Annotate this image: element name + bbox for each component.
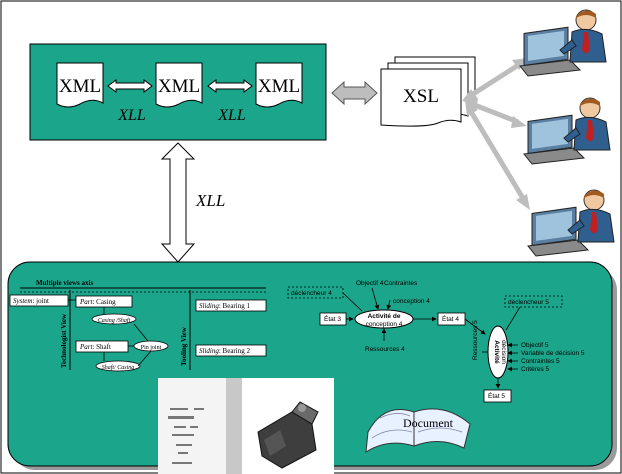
vertical-xll-label: XLL <box>195 191 225 210</box>
contraintes-4-l1: Contraintes <box>384 280 418 287</box>
double-arrow-1 <box>107 79 153 93</box>
xml-document-3-label: XML <box>258 76 300 97</box>
ressources-5: Ressources 5 <box>472 320 479 360</box>
user-computer-1 <box>519 9 607 77</box>
sliding-bearing1-box: Sliding: Bearing 1 <box>199 302 250 310</box>
document-label: Document <box>403 416 454 430</box>
tooling-view-label: Tooling View <box>180 326 188 366</box>
ressources-4: Ressources 4 <box>365 346 405 353</box>
contraintes-4-l2: conception 4 <box>393 298 430 305</box>
part-casing-box: Part: Casing <box>79 298 116 306</box>
activite-decision-l2: décision <box>500 340 507 364</box>
objectif-4: Objectif 4 <box>356 280 384 287</box>
xml-document-2-label: XML <box>158 76 200 97</box>
contraintes-5: Contraintes 5 <box>521 358 560 365</box>
panel-xsl-double-arrow <box>331 80 378 106</box>
xll-link-label-1: XLL <box>117 107 146 124</box>
activity-model: déclencheur 4 Objectif 4 Contraintes con… <box>287 280 585 403</box>
shaft-casing-label: Shaft/ Casing <box>102 364 135 371</box>
variable-decision-5: Variable de décision 5 <box>521 350 585 357</box>
etat-5: État 5 <box>488 391 505 400</box>
etat-3: État 3 <box>324 314 341 323</box>
xsl-label: XSL <box>403 86 439 107</box>
sliding-bearing2-box: Sliding: Bearing 2 <box>199 347 250 355</box>
xsl-user-arrows <box>462 58 530 210</box>
declencheur-5: déclencheur 5 <box>508 299 549 306</box>
cad-screenshot-image <box>158 378 334 474</box>
pin-joint-label: Pin joint <box>141 345 162 351</box>
xml-document-2: XML <box>155 62 203 108</box>
casing-shaft-label: Casing /Shaft <box>98 317 131 324</box>
activite-decision-l1: Activité <box>493 340 500 364</box>
objectif-5: Objectif 5 <box>521 342 549 349</box>
xml-document-1: XML <box>56 62 104 108</box>
xsl-stack: XSL <box>380 56 476 127</box>
multiple-views-diagram: Multiple views axis Technologist View To… <box>9 279 267 372</box>
system-box: System: joint <box>13 297 49 305</box>
activite-conception-l2: conception 4 <box>366 321 403 328</box>
part-shaft-box: Part: Shaft <box>79 343 111 351</box>
xml-panel: XML XML XML XLL XLL <box>29 43 327 141</box>
user-computer-2 <box>523 97 611 165</box>
technological-view-label: Technologist View <box>60 313 68 368</box>
declencheur-4: déclencheur 4 <box>291 290 332 297</box>
user-computer-3 <box>527 189 615 257</box>
activite-conception-l1: Activité de <box>368 313 401 320</box>
double-arrow-2 <box>207 79 253 93</box>
xll-link-label-2: XLL <box>217 107 246 124</box>
views-axis-title: Multiple views axis <box>36 279 93 287</box>
criteres-5: Critères 5 <box>521 366 550 373</box>
document-book-icon: Document <box>365 408 471 453</box>
xml-document-3: XML <box>255 62 303 108</box>
xml-document-1-label: XML <box>59 76 101 97</box>
etat-4: État 4 <box>442 314 459 323</box>
